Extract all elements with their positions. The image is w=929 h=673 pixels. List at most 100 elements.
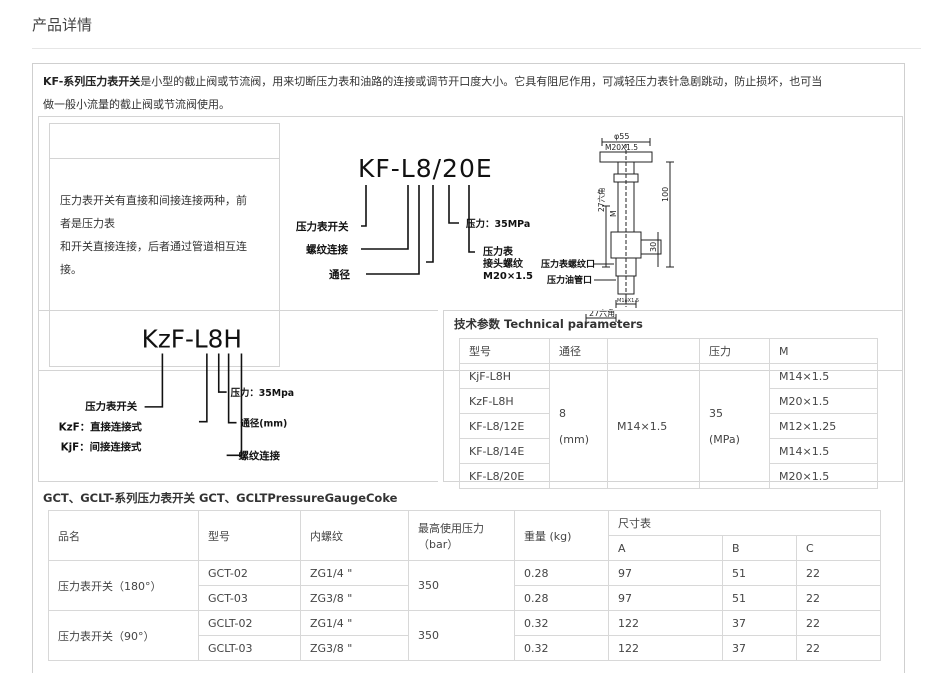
model-cell: GCLT-03 — [198, 635, 301, 661]
model-cell: GCLT-02 — [198, 610, 301, 636]
header-name: 品名 — [48, 510, 199, 561]
tech-params-title: 技术参数 Technical parameters — [454, 317, 643, 331]
a-cell: 122 — [608, 610, 723, 636]
description-text: 压力表开关有直接和间接连接两种，前 者是压力表 和开关直接连接，后者通过管道相互… — [60, 189, 275, 281]
product-detail-frame: KF-系列压力表开关是小型的截止阀或节流阀，用来切断压力表和油路的连接或调节开口… — [32, 63, 905, 673]
kf-label-gauge-joint-3: M20×1.5 — [483, 271, 533, 282]
table-subheader-row: A B C — [49, 535, 881, 561]
thread-cell: ZG3/8 " — [300, 635, 409, 661]
kzf-label-kjf: KjF：间接连接式 — [61, 440, 142, 453]
m-cell: M20×1.5 — [769, 463, 878, 489]
description-cell: 压力表开关有直接和间接连接两种，前 者是压力表 和开关直接连接，后者通过管道相互… — [49, 123, 280, 367]
thread-cell: ZG1/4 " — [300, 610, 409, 636]
thread-cell: M14×1.5 — [607, 363, 700, 489]
drawing-oil-port: 压力油管口 — [547, 274, 592, 286]
header-b: B — [722, 535, 797, 561]
a-cell: 97 — [608, 585, 723, 611]
kf-label-pressure: 压力：35MPa — [466, 218, 530, 230]
kzf-label-kzf: KzF：直接连接式 — [59, 421, 143, 434]
kf-label-switch: 压力表开关 — [296, 220, 349, 233]
pressure-unit: (MPa) — [709, 432, 740, 446]
bore-unit: (mm) — [559, 432, 590, 446]
bore-cell: 8(mm) — [549, 363, 608, 489]
tech-params-panel: 技术参数 Technical parameters 型号 通径 压力 M KjF… — [443, 310, 903, 489]
drawing-hex-bottom: 27六角 — [589, 308, 615, 318]
kf-model-code: KF-L8/20E — [358, 154, 493, 183]
header-pressure: 压力 — [699, 338, 770, 364]
table-row: KzF-L8H M20×1.5 — [459, 388, 878, 414]
name-cell: 压力表开关（180°） — [48, 560, 199, 611]
drawing-gauge-port: 压力表螺纹口 — [541, 258, 595, 270]
kzf-label-pressure: 压力：35Mpa — [231, 387, 295, 399]
drawing-hex-top: 27六角 — [596, 187, 606, 212]
kf-leader-lines — [361, 185, 475, 275]
model-cell: KF-L8/12E — [459, 413, 550, 439]
drawing-dim-30: 30 — [649, 242, 658, 252]
a-cell: 122 — [608, 635, 723, 661]
header-blank — [607, 338, 700, 364]
pressure-cell: 35 (MPa) — [699, 363, 770, 489]
header-a: A — [608, 535, 723, 561]
pressure-value: 35 — [709, 406, 723, 420]
model-cell: KF-L8/20E — [459, 463, 550, 489]
weight-cell: 0.28 — [514, 585, 609, 611]
m-cell: M14×1.5 — [769, 438, 878, 464]
table-row: KF-L8/14E M14×1.5 — [459, 438, 878, 464]
gct-section-title: GCT、GCLT-系列压力表开关 GCT、GCLTPressureGaugeCo… — [43, 491, 398, 505]
kf-l8-section: 压力表开关有直接和间接连接两种，前 者是压力表 和开关直接连接，后者通过管道相互… — [38, 116, 903, 371]
m-cell: M14×1.5 — [769, 363, 878, 389]
drawing-dim-100: 100 — [661, 187, 670, 202]
table-header-row: 型号 通径 压力 M — [459, 338, 878, 364]
description-top-cell — [50, 124, 279, 159]
page-header: 产品详情 — [32, 16, 93, 34]
name-cell: 压力表开关（90°） — [48, 610, 199, 661]
table-row: 压力表开关（180°） GCT-02 ZG1/4 " 350 0.28 97 5… — [48, 560, 881, 611]
header-thread: 内螺纹 — [300, 510, 409, 561]
description-line4: 接。 — [60, 263, 82, 276]
header-c: C — [796, 535, 881, 561]
b-cell: 51 — [722, 585, 797, 611]
b-cell: 37 — [722, 635, 797, 661]
kf-l8-model-diagram: KF-L8/20E 压力表开关 螺纹连接 通径 压力：35MPa 压力表 接头螺… — [296, 132, 674, 322]
pressure-cell: 350 — [408, 610, 515, 661]
header-model: 型号 — [198, 510, 301, 561]
weight-cell: 0.32 — [514, 610, 609, 636]
thread-cell: ZG3/8 " — [300, 585, 409, 611]
valve-technical-drawing — [585, 138, 674, 322]
table-header-row: 品名 型号 内螺纹 最高使用压力 （bar） 重量 (kg) 尺寸表 — [48, 510, 881, 561]
header-weight: 重量 (kg) — [514, 510, 609, 561]
header-size-table: 尺寸表 — [608, 510, 881, 536]
header-max-pressure: 最高使用压力 （bar） — [408, 510, 515, 561]
tech-params-table: 型号 通径 压力 M KjF-L8H 8(mm) M14×1.5 35(MPa)… — [459, 338, 878, 489]
pressure-cell: 350 — [408, 560, 515, 611]
m-cell: M12×1.25 — [769, 413, 878, 439]
kf-label-thread: 螺纹连接 — [306, 243, 348, 256]
table-row: GCT-03 ZG3/8 " 0.28 97 51 22 — [49, 585, 881, 611]
header-model: 型号 — [459, 338, 550, 364]
m-cell: M20×1.5 — [769, 388, 878, 414]
model-cell: GCT-03 — [198, 585, 301, 611]
intro-paragraph: KF-系列压力表开关是小型的截止阀或节流阀，用来切断压力表和油路的连接或调节开口… — [43, 70, 898, 116]
model-cell: KzF-L8H — [459, 388, 550, 414]
intro-text-line1: 是小型的截止阀或节流阀，用来切断压力表和油路的连接或调节开口度大小。它具有阻尼作… — [140, 75, 823, 88]
table-row: KjF-L8H 8(mm) M14×1.5 35(MPa) M14×1.5 — [459, 363, 878, 489]
table-row: GCLT-03 ZG3/8 " 0.32 122 37 22 — [49, 635, 881, 661]
thread-cell: ZG1/4 " — [300, 560, 409, 586]
table-row: KF-L8/20E M20×1.5 — [459, 463, 878, 489]
b-cell: 51 — [722, 560, 797, 586]
c-cell: 22 — [796, 560, 881, 586]
header-max-pressure-2: （bar） — [418, 537, 459, 551]
c-cell: 22 — [796, 585, 881, 611]
kzf-label-bore: 通径(mm) — [240, 418, 287, 430]
b-cell: 37 — [722, 610, 797, 636]
header-divider — [32, 48, 921, 49]
drawing-phi: φ55 — [614, 132, 629, 141]
drawing-thread: M20X1.5 — [605, 143, 638, 152]
intro-text-line2: 做一般小流量的截止阀或节流阀使用。 — [43, 98, 230, 111]
header-m: M — [769, 338, 878, 364]
c-cell: 22 — [796, 610, 881, 636]
intro-bold-label: KF-系列压力表开关 — [43, 75, 141, 88]
header-max-pressure-1: 最高使用压力 — [418, 521, 484, 535]
table-row: 压力表开关（90°） GCLT-02 ZG1/4 " 350 0.32 122 … — [48, 610, 881, 661]
weight-cell: 0.28 — [514, 560, 609, 586]
